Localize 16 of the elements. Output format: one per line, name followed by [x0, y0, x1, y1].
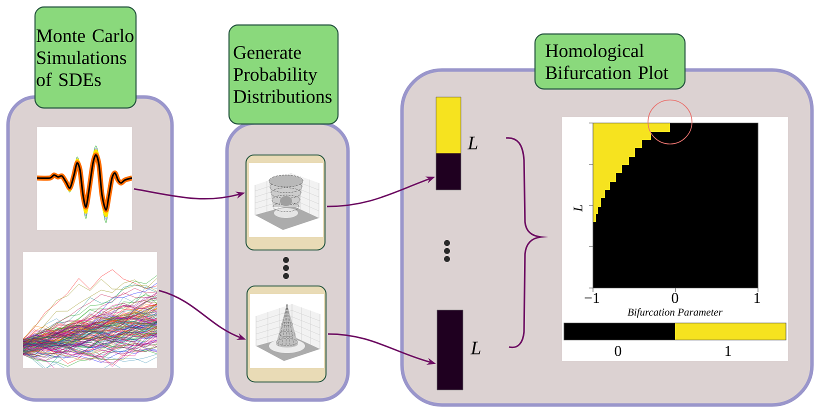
tick-label: 1 — [726, 346, 731, 356]
tick-label: −1 — [584, 293, 600, 303]
surface-plot-card — [246, 285, 327, 383]
title-box: Monte Carlo Simulations of SDEs — [34, 6, 137, 109]
title-box: Generate Probability Distributions — [228, 24, 339, 125]
tick-label: 0 — [672, 292, 678, 304]
line-plot-picture — [37, 127, 132, 230]
tick-label: 1 — [754, 293, 760, 303]
random-walk-picture — [23, 252, 157, 368]
tick-label: 0 — [614, 346, 622, 356]
bar-label: L — [470, 342, 480, 354]
bar-label: L — [468, 136, 478, 150]
axis-label: Bifurcation Parameter — [628, 308, 722, 318]
title-box: Homological Bifurcation Plot — [534, 33, 686, 90]
axis-label: L — [574, 205, 582, 212]
surface-plot-card — [245, 154, 326, 251]
